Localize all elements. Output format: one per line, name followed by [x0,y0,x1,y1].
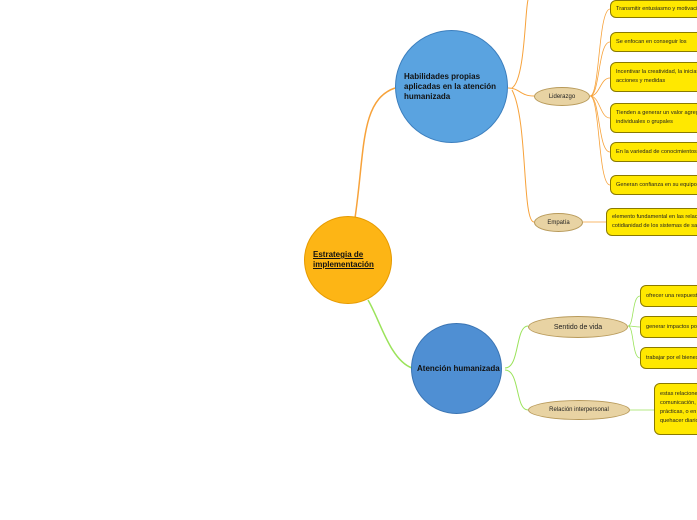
note-text: Se enfocan en conseguir los [616,39,687,45]
topic-empatia-label: Empatía [547,219,570,226]
topic-relacion-interpersonal[interactable]: Relación interpersonal [528,400,630,420]
note-text: ofrecer una respuesta [646,293,697,299]
note-text: comunicación, [660,400,696,406]
note-text: quehacer diario [660,418,697,424]
note-liderazgo-5[interactable]: En la variedad de conocimientos [610,142,697,162]
note-text: acciones y medidas [616,78,666,84]
note-text: Generan confianza en su equipo [616,182,697,188]
note-relacion[interactable]: estas relaciones comunicación, prácticas… [654,383,697,435]
root-node[interactable]: Estrategia de implementación [304,216,392,304]
note-sentido-3[interactable]: trabajar por el bienestar [640,347,697,369]
topic-sentido-de-vida[interactable]: Sentido de vida [528,316,628,338]
topic-sentido-label: Sentido de vida [553,323,603,331]
note-liderazgo-2[interactable]: Se enfocan en conseguir los [610,32,697,52]
topic-liderazgo[interactable]: Liderazgo [534,87,590,106]
topic-empatia[interactable]: Empatía [534,213,583,232]
note-liderazgo-6[interactable]: Generan confianza en su equipo [610,175,697,195]
note-text: elemento fundamental en las relaciones [612,214,697,220]
note-sentido-1[interactable]: ofrecer una respuesta [640,285,697,307]
branch-atencion-title: Atención humanizada [417,363,500,373]
note-text: generar impactos positivos [646,324,697,330]
note-text: Incentivar la creatividad, la iniciativa… [616,69,697,75]
note-text: Tienden a generar un valor agregado [616,110,697,116]
note-empatia[interactable]: elemento fundamental en las relaciones c… [606,208,697,236]
note-text: individuales o grupales [616,119,673,125]
note-liderazgo-4[interactable]: Tienden a generar un valor agregado indi… [610,103,697,133]
note-text: cotidianidad de los sistemas de salud [612,223,697,229]
topic-liderazgo-label: Liderazgo [548,93,576,100]
note-liderazgo-1[interactable]: Transmitir entusiasmo y motivación [610,0,697,18]
note-liderazgo-3[interactable]: Incentivar la creatividad, la iniciativa… [610,62,697,92]
note-text: Transmitir entusiasmo y motivación [616,6,697,12]
note-text: En la variedad de conocimientos [616,149,697,155]
branch-habilidades[interactable]: Habilidades propias aplicadas en la aten… [395,30,508,143]
note-sentido-2[interactable]: generar impactos positivos [640,316,697,338]
note-text: trabajar por el bienestar [646,355,697,361]
note-text: estas relaciones [660,391,697,397]
branch-habilidades-title: Habilidades propias aplicadas en la aten… [404,71,497,101]
root-title: Estrategia de implementación [313,250,374,269]
topic-relacion-label: Relación interpersonal [549,407,609,413]
branch-atencion[interactable]: Atención humanizada [411,323,502,414]
note-text: prácticas, o en el [660,409,697,415]
